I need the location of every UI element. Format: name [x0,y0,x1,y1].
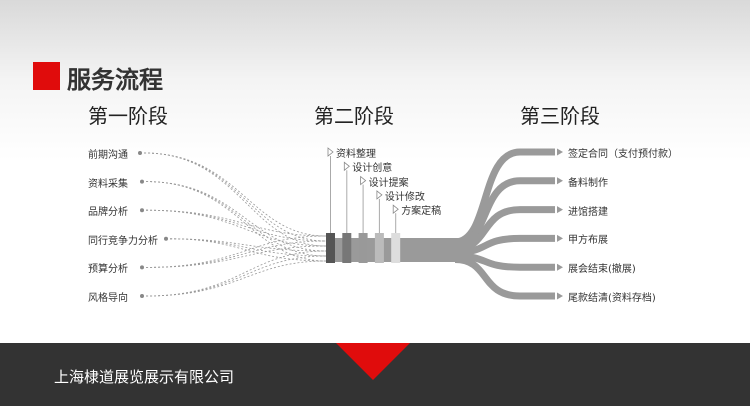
bullet-dot-icon [140,179,144,184]
arrow-icon [557,292,563,300]
stage2-bar [326,233,335,263]
arrow-icon [360,175,367,186]
bullet-dot-icon [140,265,144,270]
dotted-connector [143,152,327,242]
red-square-icon [33,62,60,90]
dotted-connector [145,181,327,257]
stage2-bar [374,233,384,263]
stage1-item: 前期沟通 [88,150,128,161]
dotted-connector [145,209,327,237]
dotted-connector [143,152,327,247]
arrow-icon [557,148,563,156]
dotted-connector [145,209,327,242]
phase-1-heading: 第一阶段 [88,104,168,128]
stage2-item: 方案定稿 [401,206,442,218]
branch [454,252,555,271]
branch [454,256,555,300]
branch [454,177,555,249]
stage1-item: 同行竞争力分析 [88,235,158,247]
bullet-dot-icon [140,208,144,213]
page-title: 服务流程 [67,66,163,94]
dotted-connector [169,238,327,262]
stage2-bar [391,233,401,263]
arrow-icon [327,147,334,157]
stage2-item: 设计修改 [384,191,425,203]
dotted-connector [145,245,327,268]
dotted-connector [145,181,327,262]
company-name: 上海棣道展览展示有限公司 [54,368,235,386]
stage1-item: 资料采集 [88,178,128,190]
dotted-connector [145,209,327,247]
stage2-item: 资料整理 [336,149,376,160]
stage3-item: 备料制作 [568,177,608,189]
dotted-connector [145,250,327,297]
arrow-icon [557,177,563,185]
stage1-item: 风格导向 [88,293,128,304]
arrow-icon [376,190,383,200]
bullet-dot-icon [164,236,168,241]
bullet-dot-icon [140,294,144,298]
dotted-connector [143,152,327,237]
stage2-bar [342,233,352,263]
arrow-icon [392,204,399,215]
dotted-connector [145,181,327,252]
stage1-item: 品牌分析 [88,207,128,219]
dotted-connector [145,240,327,268]
stage1-item: 预算分析 [88,264,128,276]
arrow-icon [557,234,563,242]
branch [454,206,555,253]
arrow-icon [557,206,563,214]
bullet-dot-icon [138,151,142,155]
branch [454,234,555,256]
stage3-item: 尾款结清(资料存档) [568,293,656,304]
arrow-icon [557,263,563,271]
stage3-item: 进馆搭建 [568,206,608,218]
phase-3-heading: 第三阶段 [520,104,600,128]
arrow-icon [343,161,350,172]
dotted-connector [169,238,327,257]
stage3-item: 签定合同（支付预付款） [568,149,678,160]
stage3-item: 甲方布展 [568,235,608,247]
stage2-bar [358,233,368,263]
phase-2-heading: 第二阶段 [314,104,394,128]
stage3-item: 展会结束(撤展) [568,264,636,276]
dotted-connector [145,255,327,297]
branch [454,148,555,246]
stage2-item: 设计创意 [352,163,393,175]
stage2-item: 设计提案 [368,177,409,189]
